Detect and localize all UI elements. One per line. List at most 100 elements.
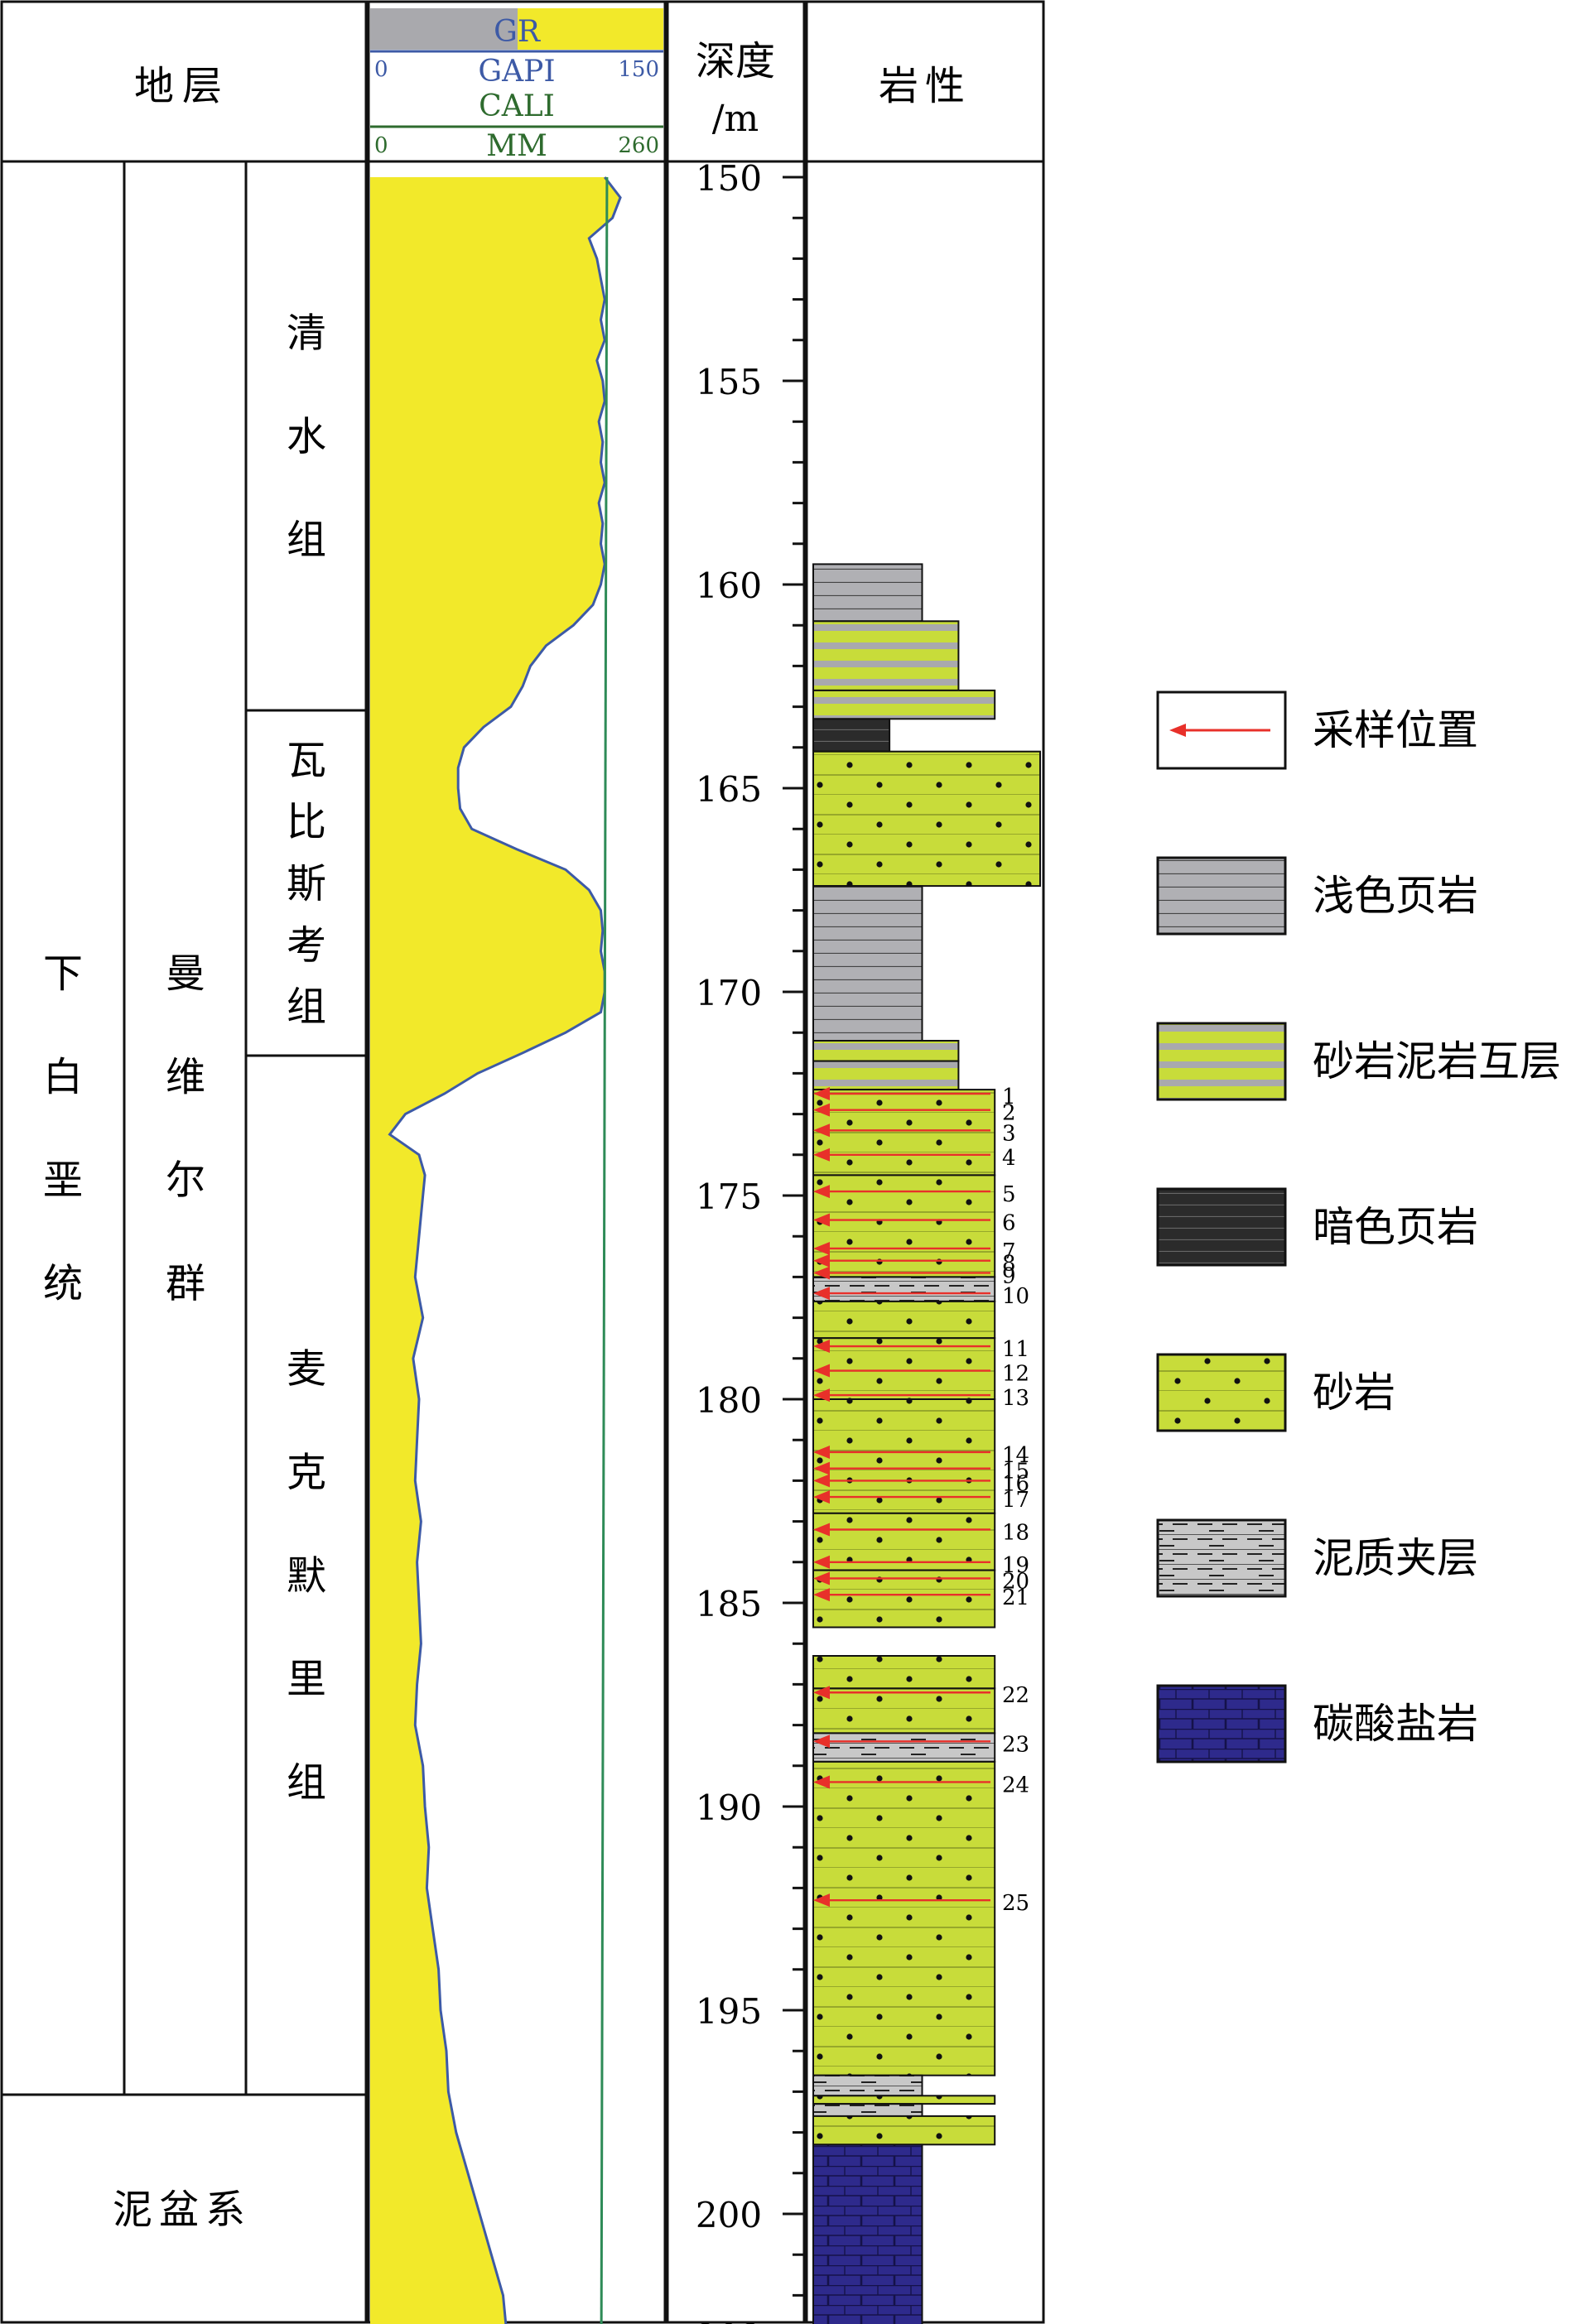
cali-max: 260: [618, 133, 659, 158]
sample-arrowhead: [813, 1253, 830, 1268]
sample-label: 14: [1002, 1443, 1029, 1468]
sample-label: 19: [1002, 1553, 1029, 1578]
gr-label: GR: [494, 15, 541, 49]
legend-item-interbed: 砂岩泥岩互层: [1156, 1022, 1561, 1101]
legend-label: 砂岩泥岩互层: [1313, 1037, 1561, 1085]
depth-tick-label: 203: [696, 2317, 762, 2324]
depth-tick-label: 175: [696, 1176, 762, 1217]
sample-marker: 18: [813, 1520, 1029, 1545]
lithology-unit-sandstone: [812, 2115, 996, 2146]
sample-arrowhead: [813, 1213, 830, 1227]
sample-arrowhead: [813, 1148, 830, 1162]
gr-fill-area: [370, 177, 621, 2324]
cali-curve: [600, 176, 609, 2324]
sample-arrowhead: [813, 1474, 830, 1488]
depth-tick-label: 200: [696, 2195, 762, 2235]
sample-marker: 23: [813, 1732, 1029, 1757]
lithology-unit-interbed: [812, 1040, 960, 1062]
sample-marker: 1: [813, 1085, 1016, 1109]
sample-marker: 24: [813, 1773, 1029, 1797]
depth-tick-label: 190: [696, 1788, 762, 1828]
legend-item-dark-shale: 暗色页岩: [1156, 1187, 1478, 1267]
depth-unit: /m: [712, 98, 759, 140]
lithology-unit-sandstone: [812, 1337, 996, 1400]
sample-marker: 4: [813, 1146, 1016, 1171]
lithology-unit-light-shale: [812, 563, 923, 623]
sample-marker: 3: [813, 1121, 1016, 1146]
sample-marker: 11: [813, 1337, 1029, 1362]
group-label: 曼维尔群: [166, 950, 205, 1306]
legend-swatch: [1156, 1518, 1287, 1598]
sample-marker: 8: [813, 1252, 1016, 1277]
sample-arrowhead: [813, 1461, 830, 1475]
sample-label: 9: [1002, 1263, 1016, 1288]
lithology-unit-sandstone: [812, 1569, 996, 1629]
lithology-unit-mud-interlayer: [812, 1732, 996, 1763]
lithology-unit-sandstone: [812, 750, 1041, 888]
sample-arrowhead: [813, 1555, 830, 1569]
depth-tick-label: 160: [696, 565, 762, 606]
sample-label: 7: [1002, 1239, 1016, 1264]
legend-item-carbonate: 碳酸盐岩: [1156, 1684, 1478, 1763]
legend-item-mud-interlayer: 泥质夹层: [1156, 1518, 1478, 1598]
sample-label: 20: [1002, 1569, 1029, 1594]
sample-marker: 2: [813, 1101, 1016, 1126]
lithology-unit-mud-interlayer: [812, 2103, 923, 2117]
legend-label: 浅色页岩: [1313, 872, 1478, 920]
sample-arrowhead: [813, 1571, 830, 1585]
lithology-header: 岩性: [879, 63, 971, 109]
sample-marker: 6: [813, 1211, 1016, 1236]
lithology-unit-sandstone: [812, 2095, 996, 2105]
legend-label: 泥质夹层: [1313, 1534, 1478, 1582]
sample-arrowhead: [813, 1241, 830, 1255]
system-label: 泥盆系: [113, 2187, 252, 2233]
formation-mcmurray: 麦克默里组: [287, 1346, 326, 1806]
legend-item-sample: 采样位置: [1156, 690, 1478, 770]
depth-header: 深度: [696, 38, 775, 84]
lithology-unit-interbed: [812, 689, 996, 720]
sample-marker: 5: [813, 1182, 1016, 1207]
lithology-unit-mud-interlayer: [812, 2074, 923, 2097]
depth-column: 深度 /m 1501551601651701751801851901952002…: [666, 0, 807, 2324]
lithology-unit-carbonate: [812, 2144, 923, 2324]
depth-tick-label: 180: [696, 1380, 762, 1421]
sample-marker: 16: [813, 1471, 1029, 1496]
strata-header: 地层: [134, 63, 230, 109]
sample-marker: 25: [813, 1891, 1029, 1916]
lithology-unit-sandstone: [812, 1300, 996, 1340]
sample-marker: 13: [813, 1386, 1029, 1411]
sample-label: 13: [1002, 1386, 1029, 1411]
sample-arrowhead: [813, 1185, 830, 1199]
sample-label: 4: [1002, 1146, 1016, 1171]
legend-arrowhead: [1169, 724, 1186, 737]
sample-arrowhead: [813, 1686, 830, 1700]
legend-swatch: [1156, 1022, 1287, 1101]
lithology-unit-interbed: [812, 620, 960, 691]
sample-marker: 10: [813, 1284, 1029, 1309]
sample-label: 24: [1002, 1773, 1029, 1797]
lithology-unit-dark-shale: [812, 718, 891, 753]
legend-label: 砂岩: [1313, 1369, 1395, 1417]
sample-arrowhead: [813, 1287, 830, 1301]
lithology-unit-sandstone: [812, 1655, 996, 1690]
lithology-column: 岩性 1234567891011121314151617181920212223…: [805, 0, 1045, 2324]
depth-tick-label: 185: [696, 1584, 762, 1624]
lithology-unit-sandstone: [812, 1512, 996, 1571]
legend-swatch: [1156, 1684, 1287, 1763]
sample-arrowhead: [813, 1490, 830, 1504]
depth-ticks: 150155160165170175180185190195200203: [696, 158, 807, 2324]
sample-arrowhead: [813, 1364, 830, 1378]
lithology-unit-sandstone: [812, 1089, 996, 1176]
depth-tick-label: 195: [696, 1991, 762, 2032]
sample-arrowhead: [813, 1388, 830, 1403]
sample-arrowhead: [813, 1445, 830, 1459]
lithology-unit-sandstone: [812, 1174, 996, 1278]
sample-label: 21: [1002, 1585, 1029, 1610]
sample-label: 8: [1002, 1252, 1016, 1277]
sample-marker: 7: [813, 1239, 1016, 1264]
cali-min: 0: [374, 133, 388, 158]
formation-wabiskaw: 瓦比斯考组: [287, 737, 326, 1030]
sample-markers: 1234567891011121314151617181920212223242…: [813, 1085, 1029, 1916]
gr-min: 0: [374, 57, 388, 82]
sample-label: 15: [1002, 1460, 1029, 1484]
